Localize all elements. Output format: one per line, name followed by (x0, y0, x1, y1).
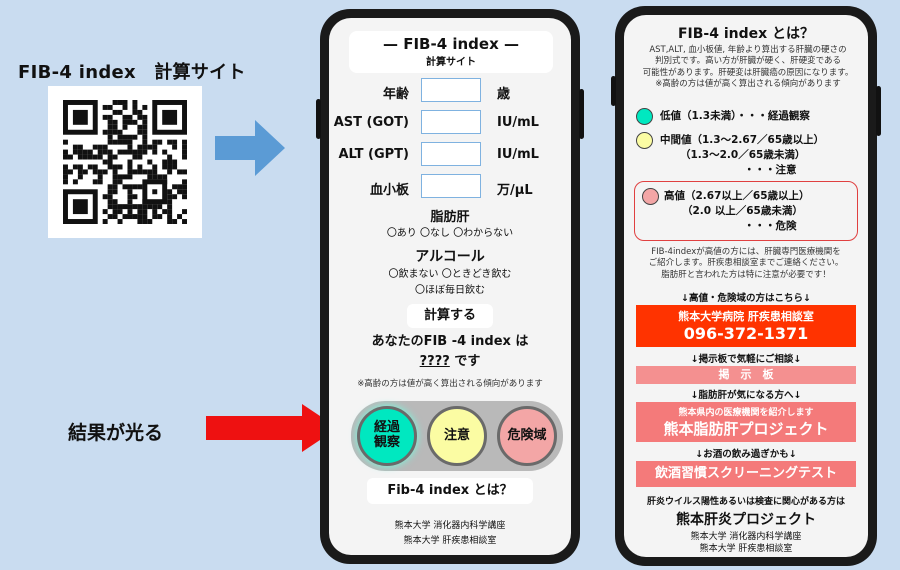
mid-level-3: ・・・注意 (744, 164, 797, 176)
desc-line: 判別式です。高い方が肝臓が硬く、肝硬変である (654, 56, 842, 67)
calculator-screen: — FIB-4 index — 計算サイト 年齢 歳 AST (GOT) IU/… (329, 18, 571, 555)
advice-line: 脂肪肝と言われた方は特に注意が必要です！ (661, 269, 831, 280)
calculator-subtitle: 計算サイト (426, 57, 476, 68)
side-button (579, 89, 584, 139)
result-glow-label: 結果が光る (68, 422, 164, 444)
site-title: FIB-4 index 計算サイト (18, 62, 246, 83)
desc-line: AST,ALT, 血小板値, 年齢より算出する肝臓の硬さの (649, 45, 847, 55)
yellow-light-label: 注意 (443, 427, 470, 443)
about-fib4-button[interactable]: Fib-4 index とは？ (367, 478, 533, 504)
result-suffix: です (449, 354, 481, 369)
project-title: 熊本脂肪肝プロジェクト (663, 420, 829, 438)
info-description: AST,ALT, 血小板値, 年齢より算出する肝臓の硬さの 判別式です。高い方が… (630, 45, 866, 91)
side-button (876, 86, 881, 136)
result-prefix: あなたのFIB -4 index は (371, 334, 529, 349)
right-arrow-icon (215, 120, 285, 176)
yellow-dot-icon (636, 132, 653, 149)
info-footer-office: 熊本大学 肝疾患相談室 (699, 544, 793, 554)
age-unit: 歳 (497, 87, 511, 102)
calculator-header: — FIB-4 index — 計算サイト (349, 31, 553, 73)
alt-label: ALT (GPT) (338, 147, 409, 162)
high-level-3: ・・・危険 (744, 220, 797, 232)
alcohol-options-row2: 〇ほぼ毎日飲む (329, 281, 571, 296)
footer-dept: 熊本大学 消化器内科学講座 (394, 521, 506, 531)
info-footer-dept: 熊本大学 消化器内科学講座 (690, 532, 802, 542)
advice-line: FIB-4indexが高値の方には、肝臓専門医療機関を (651, 247, 841, 257)
advice-text: FIB-4indexが高値の方には、肝臓専門医療機関を ご紹介します。肝疾患相談… (628, 247, 864, 281)
platelet-input[interactable] (421, 174, 481, 198)
fatty-liver-options: 〇あり 〇なし 〇わからない (329, 224, 571, 239)
red-light: 危険域 (497, 406, 557, 466)
separator-fatty: ↓脂肪肝が気になる方へ↓ (690, 390, 802, 401)
side-button (611, 76, 616, 106)
alcohol-label: アルコール (415, 249, 485, 265)
red-dot-icon (642, 188, 659, 205)
side-button (316, 99, 321, 139)
alt-input[interactable] (421, 142, 481, 166)
project-subtitle: 熊本県内の医療機関を紹介します (678, 408, 814, 418)
red-arrow-icon (206, 404, 338, 452)
hepatitis-note: 肝炎ウイルス陽性あるいは検査に関心がある方は (646, 497, 845, 507)
qr-code[interactable] (48, 86, 202, 238)
alcohol-test-button[interactable]: 飲酒習慣スクリーニングテスト (636, 461, 856, 487)
info-screen: FIB-4 index とは？ AST,ALT, 血小板値, 年齢より算出する肝… (624, 15, 868, 557)
mid-level-1: 中間値（1.3～2.67／65歳以上） (660, 134, 825, 146)
fatty-liver-label: 脂肪肝 (430, 210, 470, 225)
alcohol-daily-radio[interactable]: 〇ほぼ毎日飲む (415, 285, 485, 296)
ast-input[interactable] (421, 110, 481, 134)
fatty-liver-project-banner[interactable]: 熊本県内の医療機関を紹介します 熊本脂肪肝プロジェクト (636, 402, 856, 442)
desc-line: 可能性があります。肝硬変は肝臓癌の原因になります。 (642, 67, 854, 78)
desc-line: ※高齢の方は値が高く算出される傾向があります (655, 79, 841, 90)
platelet-label: 血小板 (369, 183, 409, 198)
fatty-liver-no-radio[interactable]: 〇なし (420, 228, 450, 239)
age-input[interactable] (421, 78, 481, 102)
phone-calculator: — FIB-4 index — 計算サイト 年齢 歳 AST (GOT) IU/… (316, 9, 584, 564)
yellow-light: 注意 (427, 406, 487, 466)
traffic-light: 経過 観察 注意 危険域 (351, 401, 563, 471)
fatty-liver-unknown-radio[interactable]: 〇わからない (453, 228, 514, 239)
hospital-phone[interactable]: 096-372-1371 (683, 324, 809, 343)
board-button[interactable]: 掲 示 板 (636, 366, 856, 384)
separator-alcohol: ↓お酒の飲み過ぎかも↓ (695, 449, 797, 460)
qr-code-icon (63, 100, 187, 224)
hepatitis-project-link[interactable]: 熊本肝炎プロジェクト (676, 512, 816, 528)
phone-info: FIB-4 index とは？ AST,ALT, 血小板値, 年齢より算出する肝… (611, 6, 881, 566)
green-dot-icon (636, 108, 653, 125)
green-light-label: 経過 観察 (373, 420, 400, 450)
separator-high: ↓高値・危険域の方はこちら↓ (681, 293, 811, 304)
red-light-label: 危険域 (507, 427, 547, 443)
footer-office: 熊本大学 肝疾患相談室 (403, 536, 497, 546)
separator-board: ↓掲示板で気軽にご相談↓ (690, 354, 802, 365)
high-level-2: （2.0 以上／65歳未満） (682, 205, 803, 217)
alcohol-options-row1: 〇飲まない 〇ときどき飲む (329, 265, 571, 280)
alcohol-sometimes-radio[interactable]: 〇ときどき飲む (441, 269, 512, 280)
green-light: 経過 観察 (357, 406, 417, 466)
alcohol-none-radio[interactable]: 〇飲まない (388, 269, 439, 280)
calculate-button[interactable]: 計算する (407, 304, 493, 328)
platelet-unit: 万/μL (497, 183, 533, 198)
age-label: 年齢 (382, 87, 409, 102)
low-level: 低値（1.3未満）・・・経過観察 (660, 110, 810, 122)
ast-unit: IU/mL (497, 115, 539, 130)
hospital-contact-banner[interactable]: 熊本大学病院 肝疾患相談室 096-372-1371 (636, 305, 856, 347)
info-title: FIB-4 index とは？ (677, 26, 815, 42)
fatty-liver-yes-radio[interactable]: 〇あり (386, 228, 417, 239)
ast-label: AST (GOT) (333, 115, 409, 130)
result-line: ???? です (329, 350, 571, 369)
high-level-1: 高値（2.67以上／65歳以上） (664, 190, 810, 202)
hospital-name: 熊本大学病院 肝疾患相談室 (678, 310, 814, 323)
alt-unit: IU/mL (497, 147, 539, 162)
mid-level-2: （1.3～2.0／65歳未満） (680, 149, 806, 161)
advice-line: ご紹介します。肝疾患相談室までご連絡ください。 (648, 258, 844, 269)
result-value: ???? (419, 354, 450, 369)
high-level-box (634, 181, 858, 241)
age-note: ※高齢の方は値が高く算出される傾向があります (357, 379, 543, 389)
calculator-title: — FIB-4 index — (382, 35, 520, 53)
